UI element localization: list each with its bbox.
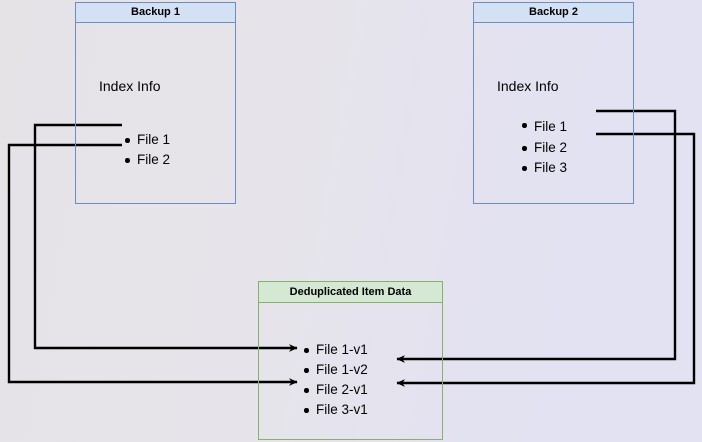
node-deduplicated-item-data[interactable]: Deduplicated Item Data File 1-v1 File 1-… — [258, 281, 443, 440]
backup-1-file-list: File 1 File 2 — [124, 130, 170, 170]
node-backup-2-header: Backup 2 — [474, 3, 633, 23]
backup-2-file-list: File 1 File 2 File 3 — [521, 115, 567, 178]
list-item[interactable]: File 1 — [124, 130, 170, 150]
list-item[interactable]: File 1-v2 — [303, 360, 368, 380]
node-backup-2-title: Backup 2 — [529, 6, 578, 18]
backup-2-index-info-label: Index Info — [497, 78, 559, 94]
node-backup-1-body: Index Info File 1 File 2 — [76, 23, 235, 202]
list-item[interactable]: File 3 — [521, 158, 567, 178]
connector-b2-file2-to-file2v1 — [396, 132, 696, 387]
list-item[interactable]: File 1-v1 — [303, 340, 368, 360]
list-item[interactable]: File 2-v1 — [303, 380, 368, 400]
list-item[interactable]: File 1 — [521, 115, 567, 138]
list-item[interactable]: File 3-v1 — [303, 400, 368, 420]
node-backup-1-title: Backup 1 — [131, 6, 180, 18]
node-backup-1[interactable]: Backup 1 Index Info File 1 File 2 — [75, 2, 236, 204]
node-backup-1-header: Backup 1 — [76, 3, 235, 23]
list-item[interactable]: File 2 — [124, 150, 170, 170]
node-dedup-title: Deduplicated Item Data — [289, 285, 412, 298]
node-dedup-body: File 1-v1 File 1-v2 File 2-v1 File 3-v1 — [259, 303, 442, 438]
dedup-file-list: File 1-v1 File 1-v2 File 2-v1 File 3-v1 — [303, 340, 368, 420]
node-backup-2[interactable]: Backup 2 Index Info File 1 File 2 File 3 — [473, 2, 634, 204]
list-item[interactable]: File 2 — [521, 138, 567, 158]
node-backup-2-body: Index Info File 1 File 2 File 3 — [474, 23, 633, 202]
backup-1-index-info-label: Index Info — [99, 78, 161, 94]
connector-b2-file1-to-file1v2 — [396, 109, 677, 363]
connector-b1-file2-to-file2v1 — [7, 143, 298, 386]
node-dedup-header: Deduplicated Item Data — [259, 282, 442, 303]
connector-b1-file1-to-file1v1 — [33, 123, 298, 352]
